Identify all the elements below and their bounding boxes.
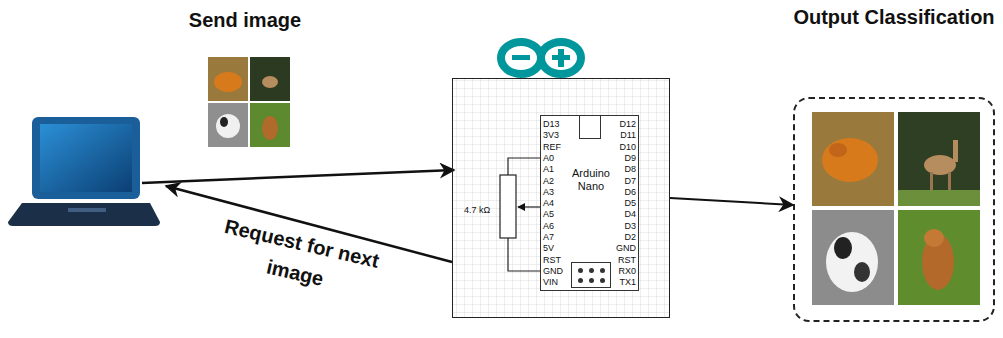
pin-label: D11 bbox=[620, 130, 636, 140]
usb-connector bbox=[579, 116, 601, 139]
pin-label: D8 bbox=[624, 164, 636, 174]
pin-label: A7 bbox=[543, 232, 554, 242]
node-text: 4.7 kΩ bbox=[455, 205, 499, 215]
pin-label: D5 bbox=[624, 198, 636, 208]
pin-label: A6 bbox=[543, 221, 554, 231]
output-box: Output Classification bbox=[793, 4, 999, 322]
pin-label: 5V bbox=[543, 243, 554, 253]
pin-label: A0 bbox=[543, 153, 554, 163]
node-text: Arduino Nano bbox=[561, 167, 621, 193]
output-arrow bbox=[670, 198, 793, 205]
send-arrow bbox=[142, 170, 454, 183]
pin-label: GND bbox=[543, 266, 563, 276]
pin-label: A5 bbox=[543, 209, 554, 219]
header-pin bbox=[600, 278, 605, 283]
pin-label: D10 bbox=[619, 142, 636, 152]
pin-label: D13 bbox=[543, 119, 560, 129]
pin-label: A3 bbox=[543, 187, 554, 197]
classified-images bbox=[812, 112, 980, 305]
arduino-chip: Arduino Nano D13 D12 3V3 D11REF D10A0 D9A1 D8A2… bbox=[540, 115, 639, 291]
header-pin bbox=[589, 278, 594, 283]
header-pin bbox=[589, 268, 594, 273]
laptop-icon bbox=[8, 117, 160, 226]
pin-label: RX0 bbox=[618, 266, 636, 276]
pin-label: TX1 bbox=[619, 277, 636, 287]
icsp-header bbox=[571, 262, 611, 288]
pin-label: GND bbox=[616, 243, 636, 253]
header-pin bbox=[600, 268, 605, 273]
pin-label: D2 bbox=[624, 232, 636, 242]
pin-label: D9 bbox=[624, 153, 636, 163]
pin-label: A1 bbox=[543, 164, 554, 174]
pin-label: RST bbox=[543, 255, 561, 265]
pin-label: D12 bbox=[619, 119, 636, 129]
potentiometer-symbol bbox=[500, 158, 540, 271]
pin-label: 3V3 bbox=[543, 130, 559, 140]
arduino-frame: 4.7 kΩ Arduino Nano D13 D12 3V3 D11REF D10A0 D9… bbox=[452, 78, 670, 318]
pin-label: D6 bbox=[624, 187, 636, 197]
pin-label: D4 bbox=[624, 209, 636, 219]
image-thumbnails bbox=[207, 56, 291, 148]
pin-label: D7 bbox=[624, 176, 636, 186]
step-label: Send image bbox=[170, 9, 320, 32]
pin-label: VIN bbox=[543, 277, 558, 287]
grid-background bbox=[452, 78, 670, 318]
header-pin bbox=[578, 278, 583, 283]
pin-label: A2 bbox=[543, 176, 554, 186]
arduino-logo bbox=[501, 42, 581, 74]
node-text: Output Classification bbox=[793, 4, 995, 30]
pin-label: D3 bbox=[624, 221, 636, 231]
pin-label: REF bbox=[543, 142, 561, 152]
header-pin bbox=[578, 268, 583, 273]
pin-label: RST bbox=[618, 255, 636, 265]
dashed-outline bbox=[793, 97, 995, 322]
pin-label: A4 bbox=[543, 198, 554, 208]
